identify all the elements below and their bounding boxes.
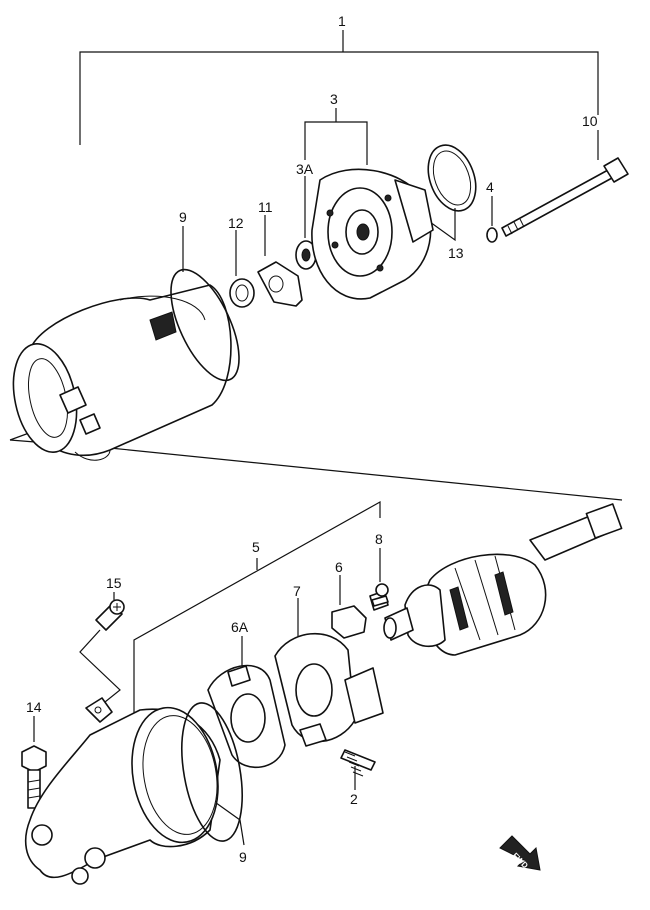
callout-13: 13 — [448, 245, 464, 261]
callout-labels: 1 3 3A 4 10 13 9 12 11 5 8 6 7 6A 15 14 … — [26, 13, 598, 865]
through-bolt-10 — [501, 157, 629, 237]
callout-6a: 6A — [231, 619, 249, 635]
callout-10: 10 — [582, 113, 598, 129]
o-ring-bottom — [181, 702, 243, 842]
callout-4: 4 — [486, 179, 494, 195]
plate-11 — [257, 261, 303, 307]
washer-4 — [486, 227, 498, 243]
screw-15 — [95, 599, 125, 631]
front-housing-5 — [24, 697, 221, 885]
callout-15: 15 — [106, 575, 122, 591]
callout-9-top: 9 — [179, 209, 187, 225]
brush-plate-6a — [207, 664, 286, 769]
spring-2 — [340, 749, 376, 777]
callout-5: 5 — [252, 539, 260, 555]
o-ring-13 — [427, 144, 477, 212]
callout-12: 12 — [228, 215, 244, 231]
callout-9-bottom: 9 — [239, 849, 247, 865]
callout-2: 2 — [350, 791, 358, 807]
bolt-14 — [21, 745, 47, 809]
callout-6: 6 — [335, 559, 343, 575]
end-cover-3 — [311, 168, 434, 300]
brush-6 — [331, 605, 367, 639]
forward-arrow-icon: FWD — [499, 835, 541, 871]
callout-7: 7 — [293, 583, 301, 599]
yoke-housing — [12, 284, 232, 461]
callout-11: 11 — [258, 199, 273, 215]
callout-3a: 3A — [296, 161, 314, 177]
callout-14: 14 — [26, 699, 42, 715]
o-ring-top — [170, 268, 240, 382]
screw-8 — [369, 583, 389, 611]
callout-3: 3 — [330, 91, 338, 107]
callout-1: 1 — [338, 13, 346, 29]
brush-holder-7 — [274, 632, 384, 747]
armature — [383, 503, 623, 656]
washer-12 — [229, 278, 255, 308]
callout-8: 8 — [375, 531, 383, 547]
